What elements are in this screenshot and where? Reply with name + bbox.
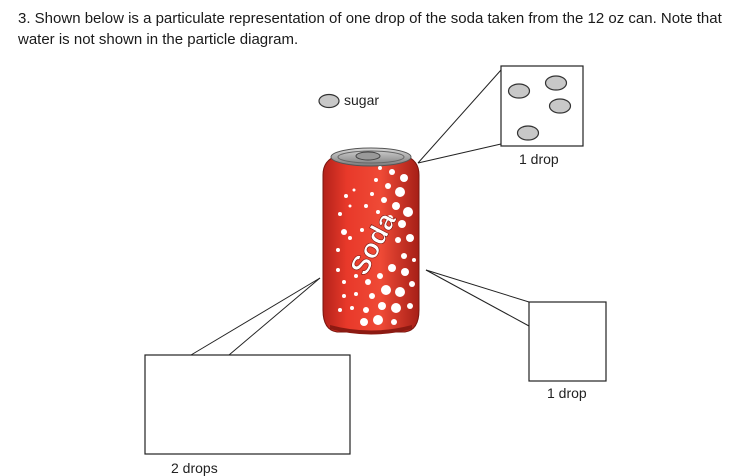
can-bubble	[350, 306, 354, 310]
can-bubble	[370, 192, 374, 196]
can-bubble	[395, 237, 401, 243]
can-bubble	[401, 253, 407, 259]
can-bubble	[344, 194, 348, 198]
connector-line	[425, 269, 530, 303]
question-text: 3. Shown below is a particulate represen…	[18, 10, 722, 48]
can-bubble	[338, 308, 342, 312]
can-bubble	[378, 166, 382, 170]
can-bubble	[365, 279, 371, 285]
bottom-right-drop-box[interactable]	[528, 301, 607, 382]
can-bubble	[388, 264, 396, 272]
soda-can: Soda	[322, 147, 420, 335]
connector-line	[190, 277, 321, 356]
can-bubble	[403, 207, 413, 217]
can-bubble	[352, 188, 356, 192]
can-bubble	[395, 187, 405, 197]
can-bubble	[381, 285, 391, 295]
sugar-particle	[548, 98, 572, 114]
sugar-legend-label: sugar	[344, 92, 380, 108]
sugar-particle	[516, 125, 540, 141]
can-bubbles	[336, 166, 416, 326]
connector-line	[425, 269, 530, 327]
can-bubble	[400, 174, 408, 182]
can-bubble	[385, 183, 391, 189]
can-bubble	[389, 169, 395, 175]
sugar-particle	[507, 83, 531, 99]
can-bubble	[392, 202, 400, 210]
can-bubble	[377, 273, 383, 279]
sugar-particle	[544, 75, 568, 91]
can-bubble	[378, 302, 386, 310]
can-bubble	[364, 204, 368, 208]
can-bubble	[406, 234, 414, 242]
can-bubble	[409, 281, 415, 287]
can-bubble	[374, 178, 378, 182]
can-bubble	[363, 307, 369, 313]
can-bubble	[381, 197, 387, 203]
can-bubble	[387, 215, 393, 221]
can-bubble	[354, 274, 358, 278]
can-bubble	[395, 287, 405, 297]
bottom-left-box-label: 2 drops	[171, 460, 218, 476]
can-bubble	[369, 293, 375, 299]
can-bubble	[391, 303, 401, 313]
can-bubble	[401, 268, 409, 276]
can-bubble	[341, 229, 347, 235]
bottom-left-drops-box[interactable]	[144, 354, 351, 455]
can-bubble	[373, 315, 383, 325]
can-bubble	[391, 319, 397, 325]
can-bubble	[348, 204, 352, 208]
can-bubble	[342, 280, 346, 284]
can-bubble	[342, 294, 346, 298]
connector-line	[417, 143, 502, 164]
can-bubble	[354, 292, 358, 296]
can-bubble	[348, 236, 352, 240]
can-bubble	[360, 318, 368, 326]
can-bubble	[376, 210, 380, 214]
can-bubble	[336, 248, 340, 252]
can-bubble	[412, 258, 416, 262]
can-bubble	[407, 303, 413, 309]
top-right-box-label: 1 drop	[519, 151, 559, 167]
connector-line	[417, 69, 502, 164]
connector-line	[228, 277, 321, 356]
can-bubble	[360, 228, 364, 232]
bottom-right-box-label: 1 drop	[547, 385, 587, 401]
can-bubble	[336, 268, 340, 272]
can-bubble	[398, 220, 406, 228]
sugar-legend-particle	[318, 93, 340, 109]
can-bubble	[338, 212, 342, 216]
